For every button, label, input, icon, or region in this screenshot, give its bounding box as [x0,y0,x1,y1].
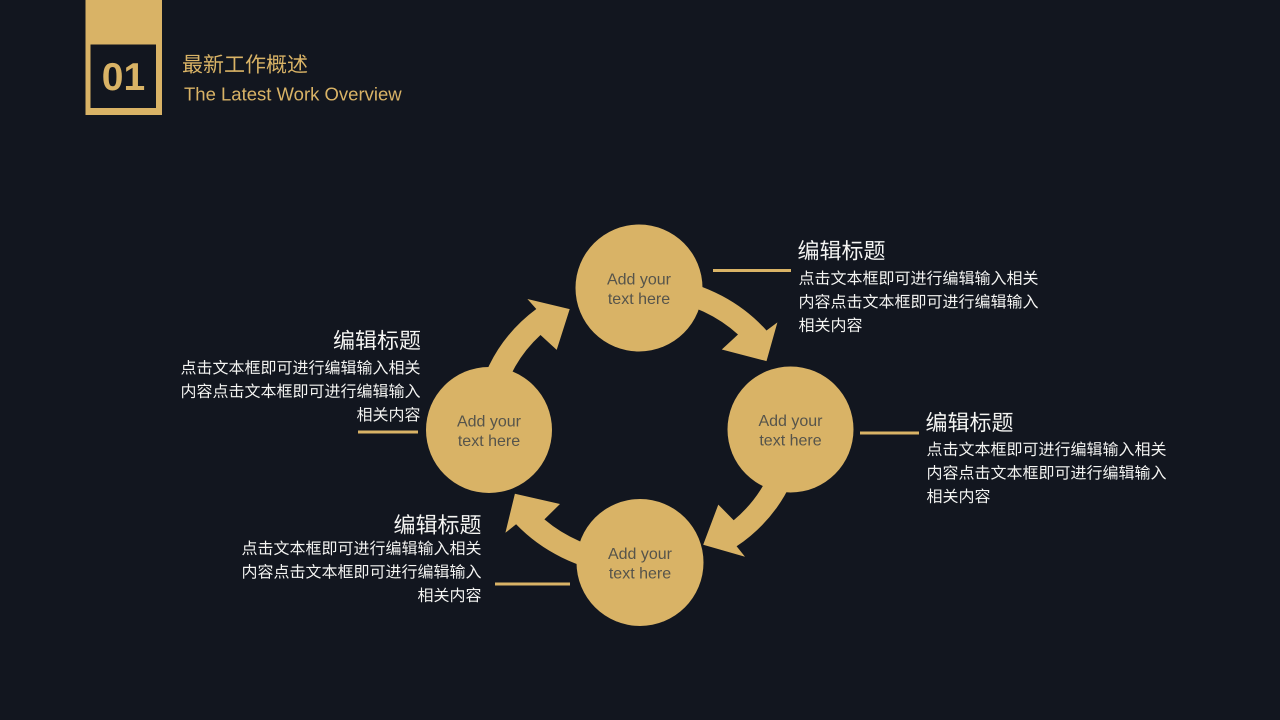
svg-text:Add your: Add your [607,272,672,289]
svg-text:Add your: Add your [457,414,522,431]
svg-text:Add your: Add your [608,546,673,563]
svg-text:text here: text here [609,566,671,583]
svg-text:text here: text here [608,291,670,308]
svg-text:Add your: Add your [758,413,823,430]
svg-text:text here: text here [759,433,821,450]
svg-text:text here: text here [458,433,520,450]
svg-text:01: 01 [102,56,145,99]
svg-text:The Latest Work Overview: The Latest Work Overview [184,83,402,104]
